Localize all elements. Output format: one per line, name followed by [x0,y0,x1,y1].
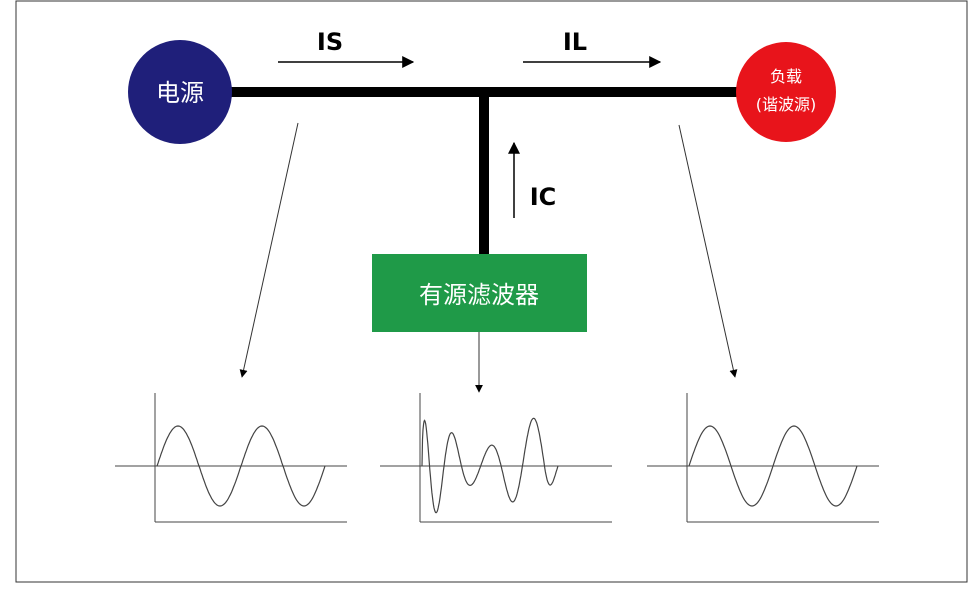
waveform1-trace [156,425,326,507]
load-waveform-pointer [678,124,738,378]
source-waveform-pointer [239,122,299,378]
power-source-node [128,40,232,144]
waveform3-trace [688,425,858,507]
active-filter-label: 有源滤波器 [419,281,539,309]
load-current-waveform [647,393,879,523]
load-node [736,42,836,142]
load-label-line2: (谐波源) [756,95,817,114]
outer-border [15,0,968,583]
waveform2-trace [421,417,559,514]
source-current-waveform [115,393,347,523]
source-current-label: IS [317,28,343,56]
power-source-label: 电源 [156,79,204,107]
compensation-current-waveform [380,393,612,523]
compensation-current-label: IC [530,183,557,211]
load-label-line1: 负载 [770,67,802,86]
active-filter-box [372,254,587,332]
load-current-label: IL [563,28,587,56]
